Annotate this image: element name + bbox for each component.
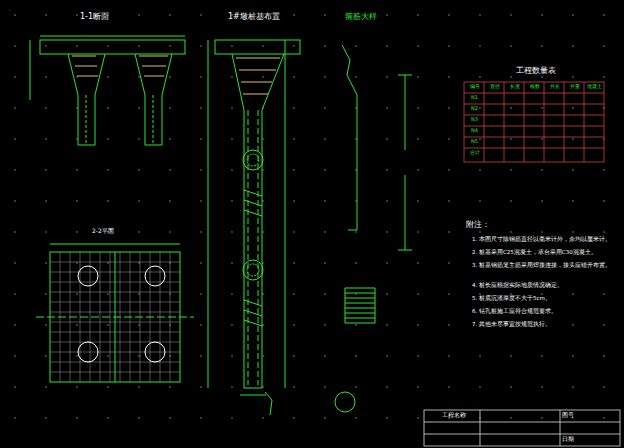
table-cell: 日期 xyxy=(562,436,574,443)
table-cell: 编号 xyxy=(465,84,484,90)
table-cell: N4 xyxy=(466,128,483,134)
note-line: 5. 桩底沉渣厚度不大于5cm。 xyxy=(472,295,620,301)
table-cell: 图号 xyxy=(562,412,574,419)
view-title: 箍筋大样 xyxy=(345,12,377,21)
table-cell: N5 xyxy=(466,139,483,145)
note-line: 3. 桩基钢筋笼主筋采用焊接连接，接头应错开布置。 xyxy=(472,262,620,268)
table-cell: 根数 xyxy=(525,84,544,90)
quantity-table: 工程数量表 xyxy=(462,66,610,164)
title-block: 工程名称 xyxy=(424,410,484,422)
table-cell: 合计 xyxy=(466,150,483,156)
node-heading: 工程数量表 xyxy=(462,66,610,76)
node-heading: 工程名称 xyxy=(424,411,484,418)
table-cell: 共长 xyxy=(545,84,564,90)
view-title: 1-1断面 xyxy=(80,12,109,21)
table-cell: N1 xyxy=(466,95,483,101)
table-cell: N2 xyxy=(466,106,483,112)
note-line: 7. 其他未尽事宜按规范执行。 xyxy=(472,321,620,327)
view-title: 附注： xyxy=(466,220,490,229)
table-cell: 共重 xyxy=(565,84,584,90)
view-title: 2-2平面 xyxy=(92,228,114,235)
table-cell: 直径 xyxy=(485,84,504,90)
table-cell: N3 xyxy=(466,117,483,123)
note-line: 6. 钻孔桩施工应符合规范要求。 xyxy=(472,308,620,314)
note-line: 2. 桩基采用C25混凝土，承台采用C30混凝土。 xyxy=(472,249,620,255)
table-cell: 混凝土 xyxy=(585,84,604,90)
note-line: 1. 本图尺寸除钢筋直径以毫米计外，余均以厘米计。 xyxy=(472,236,620,242)
table-cell: 长度 xyxy=(505,84,524,90)
view-title: 1#墩桩基布置 xyxy=(228,12,280,21)
note-line: 4. 桩长应根据实际地质情况确定。 xyxy=(472,282,620,288)
